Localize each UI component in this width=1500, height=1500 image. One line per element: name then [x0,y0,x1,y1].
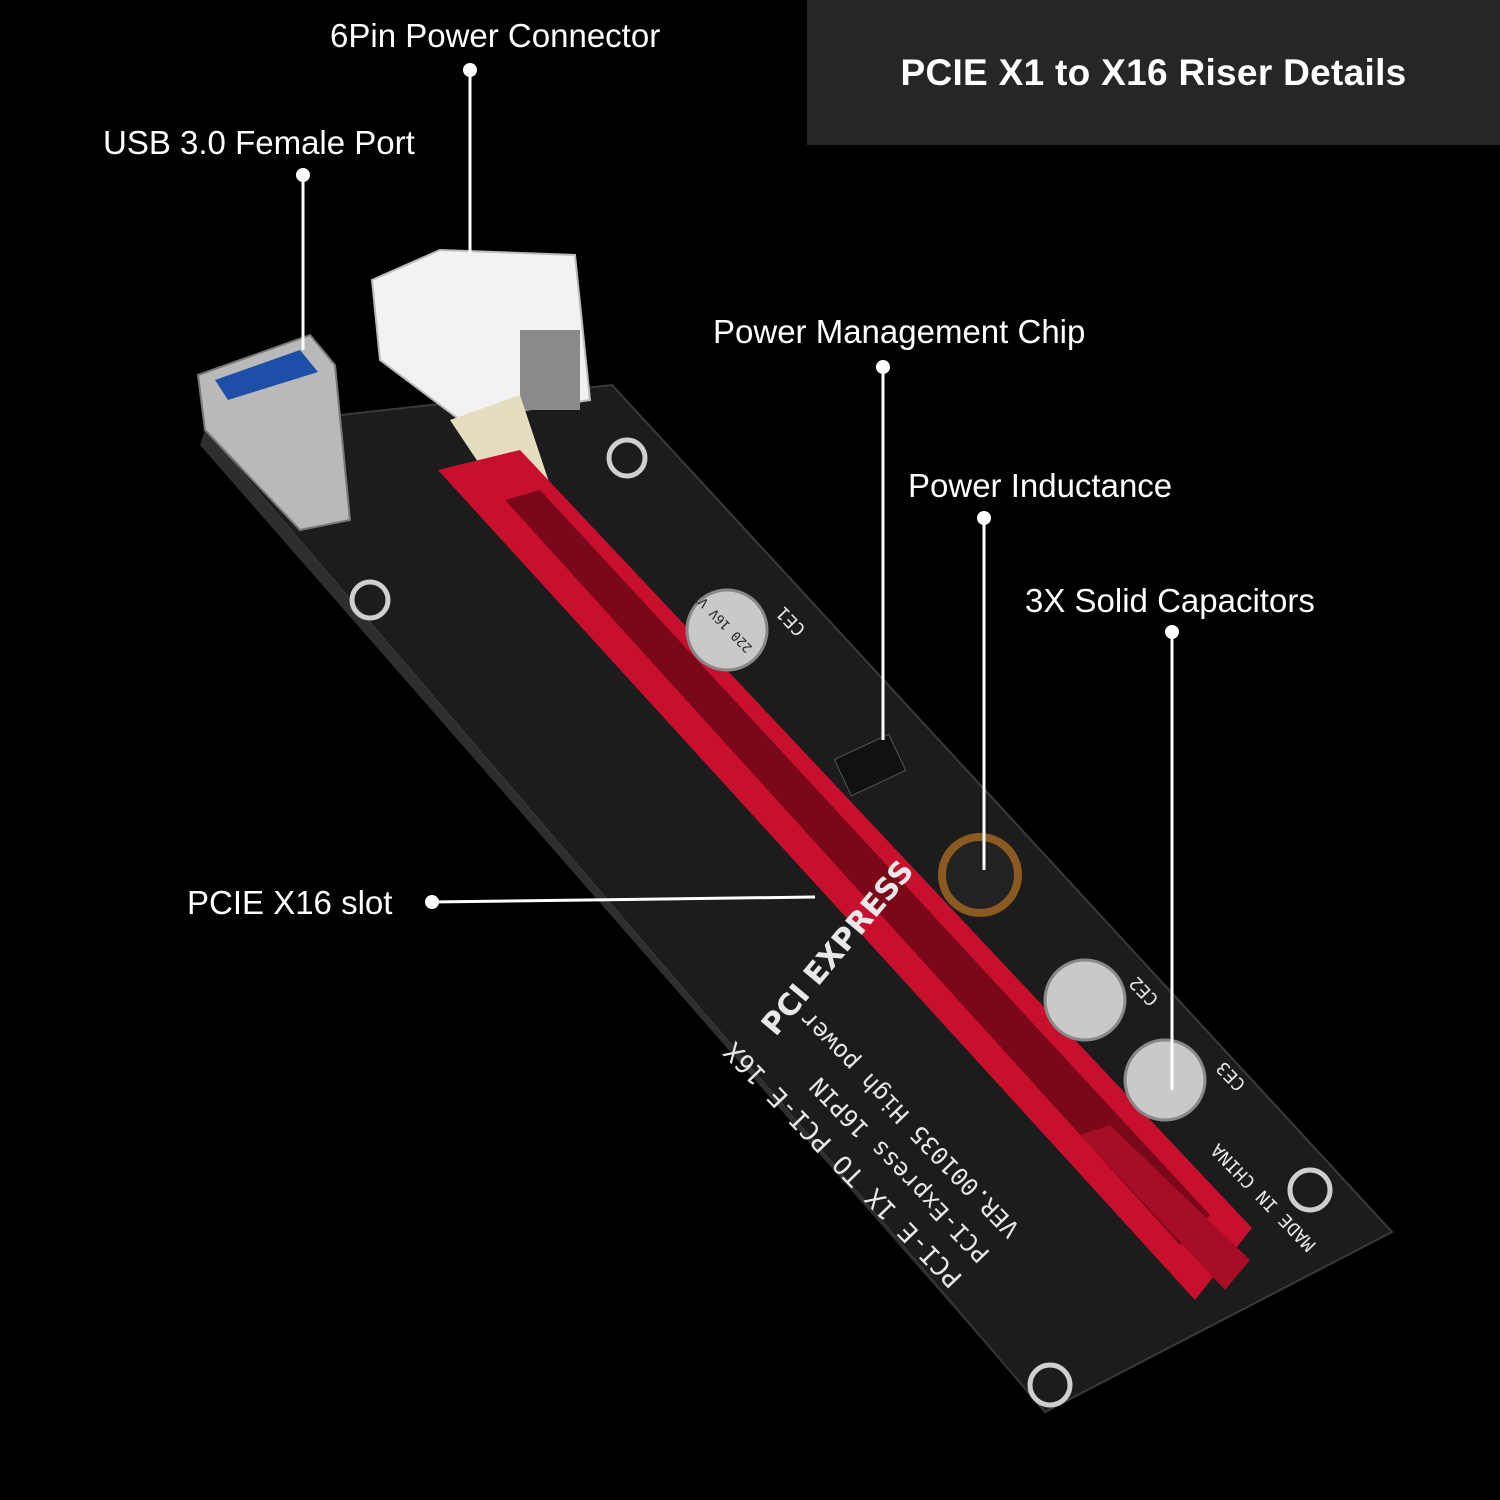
callout-lines [301,70,1174,1090]
callout-dots [296,63,1179,909]
pcie-slot [438,450,1252,1300]
title-banner: PCIE X1 to X16 Riser Details [807,0,1500,145]
callout-capacitors: 3X Solid Capacitors [1025,582,1315,619]
usb-port [196,333,352,532]
capacitors [685,588,1207,1122]
mounting-holes [349,437,1333,1408]
power-chip [833,733,907,797]
callout-inductance: Power Inductance [908,467,1173,504]
page-title: PCIE X1 to X16 Riser Details [900,51,1407,93]
callout-slot: PCIE X16 slot [187,884,393,921]
pcb-edge [200,430,1052,1420]
callout-power-connector: 6Pin Power Connector [330,17,661,54]
callout-usb-port: USB 3.0 Female Port [103,124,415,161]
callout-power-chip: Power Management Chip [713,313,1086,350]
inductor [938,833,1022,917]
